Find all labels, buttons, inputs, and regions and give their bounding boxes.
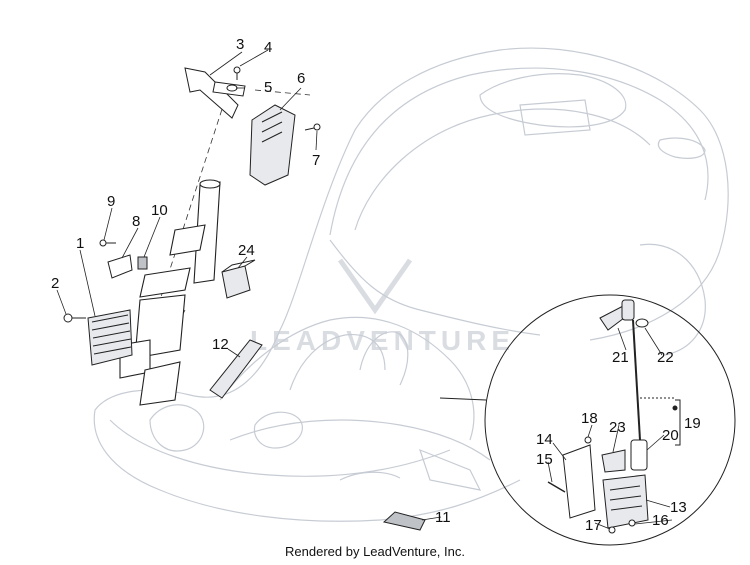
callout-16: 16 [652,512,669,529]
ignition-coil-13 [602,474,649,529]
callout-10: 10 [151,202,168,219]
callout-22: 22 [657,349,674,366]
callout-15: 15 [536,451,553,468]
screw-16 [628,519,636,527]
cover-11 [382,511,426,531]
render-credit: Rendered by LeadVenture, Inc. [285,544,465,559]
callout-numbers: 1 2 3 4 5 6 7 8 9 10 11 12 13 14 15 16 1… [51,36,701,534]
relay-24 [221,259,256,299]
scooter-frame [93,47,729,522]
callout-6: 6 [297,70,305,87]
cover-12 [209,339,263,399]
bracket-14 [562,444,596,519]
callout-24: 24 [238,242,255,259]
spring-15 [547,481,566,493]
callout-13: 13 [670,499,687,516]
screw-7 [304,123,321,131]
callout-19: 19 [684,415,701,432]
screw-2 [63,313,86,323]
callout-9: 9 [107,193,115,210]
callout-12: 12 [212,336,229,353]
callout-4: 4 [264,39,272,56]
callout-2: 2 [51,275,59,292]
callout-8: 8 [132,213,140,230]
bracket-3 [184,67,246,119]
cable-19 [632,319,641,441]
screw-18 [584,436,592,444]
spark-plug-cap-21 [599,299,635,331]
clip-22 [635,318,649,328]
voltage-regulator [87,309,133,366]
callout-21: 21 [612,349,629,366]
screw-9 [99,239,116,247]
callout-3: 3 [236,36,244,53]
watermark-logo [337,258,413,315]
screw-4 [233,66,241,80]
callout-20: 20 [662,427,679,444]
callout-19-bracket [640,397,681,446]
callout-1: 1 [76,235,84,252]
callout-11: 11 [435,509,451,526]
screw-17 [608,526,616,534]
small-bracket-8 [107,254,133,279]
callout-18: 18 [581,410,598,427]
callout-7: 7 [312,152,320,169]
detail-callout-circle [439,294,736,546]
callout-5: 5 [264,79,272,96]
callout-14: 14 [536,431,553,448]
washer-5 [226,84,238,92]
connector-10 [137,256,148,270]
callout-17: 17 [585,517,602,534]
watermark: LEADVENTURE [250,325,515,356]
holder-23 [601,449,626,473]
control-unit-6 [249,104,296,186]
callout-23: 23 [609,419,626,436]
callout-leaders [56,49,673,530]
sleeve-20 [630,439,648,471]
